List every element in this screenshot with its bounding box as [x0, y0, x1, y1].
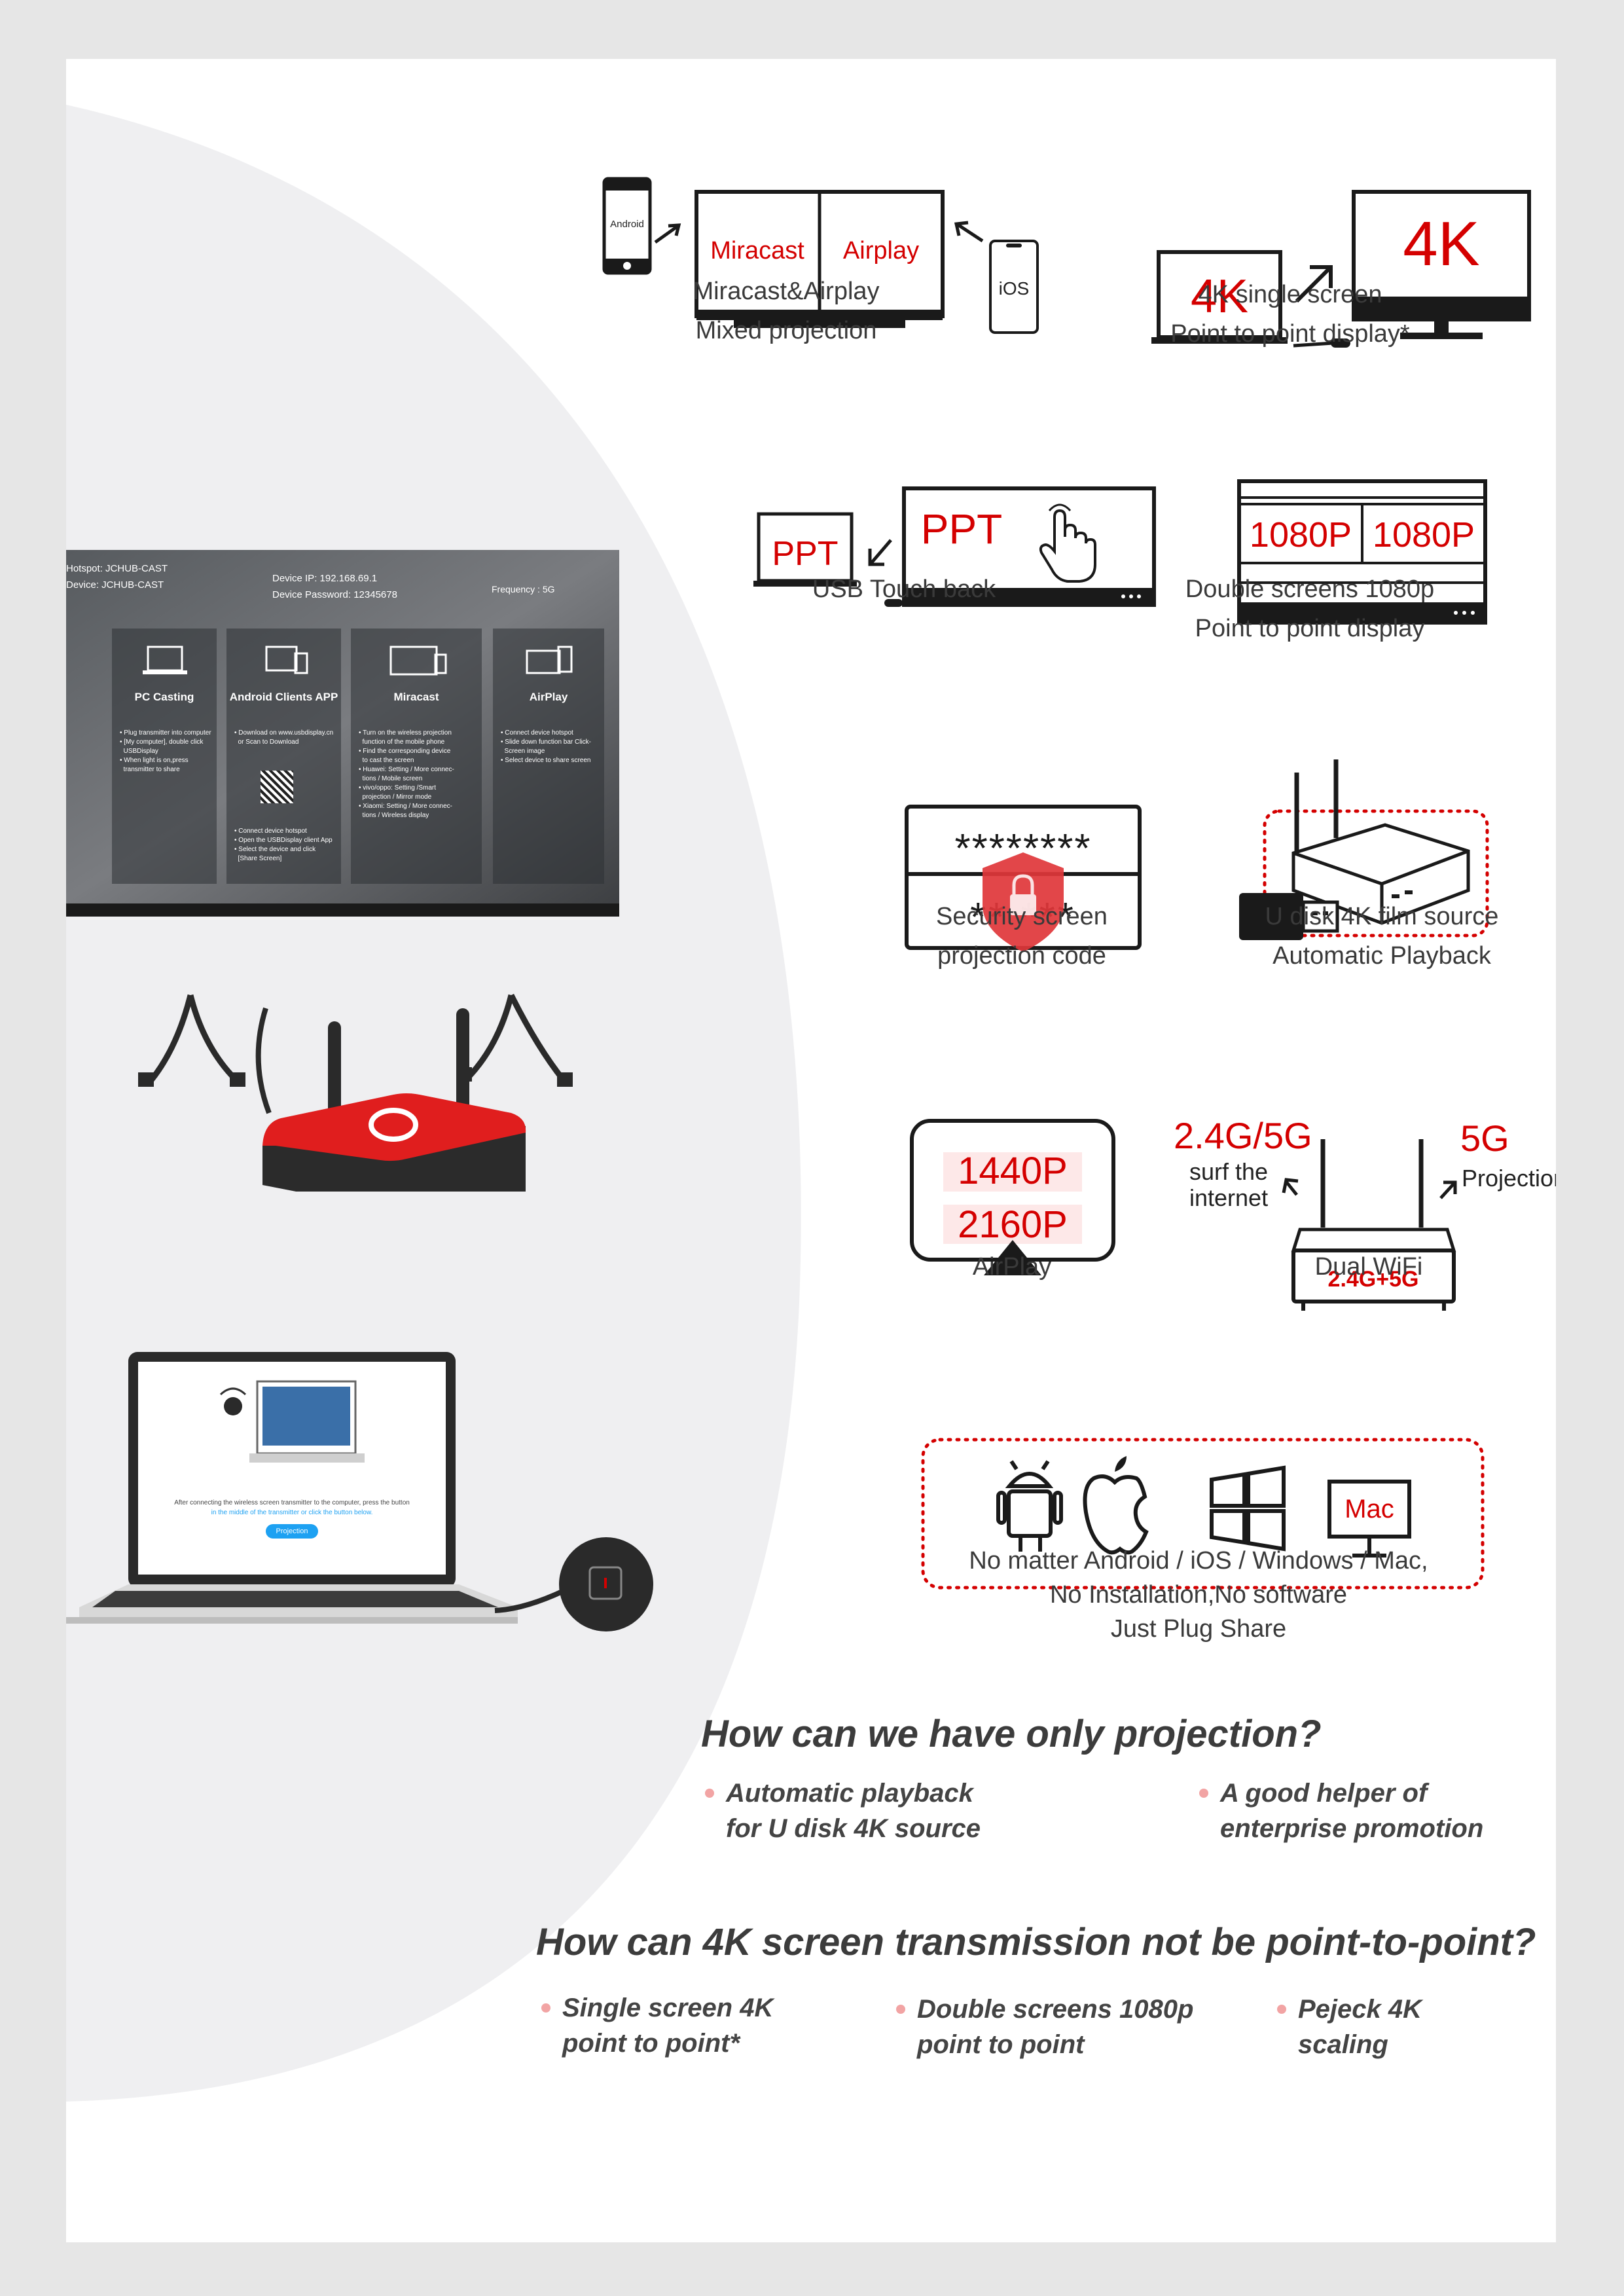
shield-lock-icon	[983, 852, 1064, 952]
laptop-dongle-illustration: After connecting the wireless screen tra…	[66, 1349, 668, 1715]
tv-hotspot: Hotspot: JCHUB-CAST	[66, 563, 168, 574]
tv-stand-icon	[149, 993, 566, 1083]
tv-stand-illustration	[138, 993, 573, 1192]
res-1440p-label: 1440P	[958, 1150, 1068, 1192]
router-band-label: 2.4G+5G	[1328, 1267, 1419, 1292]
dual-monitor-icon: Miracast Airplay	[695, 190, 945, 328]
product-card: Android Miracast Airplay iOS	[66, 59, 1556, 2242]
bullet-dot-icon	[1199, 1789, 1208, 1798]
laptop-icon	[143, 646, 187, 674]
airplay-label: Airplay	[843, 237, 919, 264]
laptop-screen-text2: in the middle of the transmitter or clic…	[211, 1509, 373, 1516]
platforms-illustration: Mac	[921, 1438, 1485, 1590]
section1-title: How can we have only projection?	[701, 1713, 1322, 1755]
usb-touch-caption: USB Touch back	[812, 575, 996, 603]
dual-wifi-illustration: 2.4G/5G surf the internet 5G Projection …	[1174, 1115, 1556, 1311]
airplay-caption: AirPlay	[972, 1253, 1052, 1281]
bullet-dot-icon	[896, 2005, 905, 2014]
platforms-caption: No matter Android / iOS / Windows / Mac,…	[969, 1547, 1428, 1643]
android-label: Android	[610, 219, 644, 230]
bullet-dot-icon	[541, 2003, 550, 2013]
tv-display: Hotspot: JCHUB-CAST Device: JCHUB-CAST D…	[66, 550, 619, 930]
panel-title: Android Clients APP	[229, 691, 338, 703]
panel-lines: • Plug transmitter into computer• [My co…	[120, 729, 211, 773]
surf-line1: surf the	[1189, 1158, 1268, 1185]
usb-touch-illustration: PPT PPT	[753, 486, 1156, 607]
airplay-triangle-icon	[984, 1240, 1041, 1275]
cast-icon	[389, 646, 447, 676]
tv-device-password: Device Password: 12345678	[272, 589, 397, 600]
projection-button[interactable]: Projection	[266, 1524, 318, 1539]
tv-device-ip: Device IP: 192.168.69.1	[272, 573, 378, 584]
panel-lines: • Turn on the wireless projection functi…	[359, 729, 454, 819]
apple-icon	[1083, 1456, 1149, 1555]
tv-frequency: Frequency : 5G	[492, 584, 555, 594]
airplay-icon	[526, 646, 573, 674]
security-code-illustration: ******** ** ***	[905, 805, 1142, 952]
tv-panel-airplay: AirPlay • Connect device hotspot• Slide …	[493, 642, 604, 784]
miracast-label: Miracast	[710, 237, 804, 264]
android-icon	[996, 1460, 1063, 1552]
right-1080p-label: 1080P	[1373, 515, 1475, 555]
panel-title: PC Casting	[134, 691, 194, 703]
devices-icon	[265, 646, 308, 674]
laptop-device	[66, 1352, 653, 1631]
usb-drive-icon	[1239, 893, 1339, 940]
bullet-dot-icon	[705, 1789, 714, 1798]
ios-phone-icon: iOS	[989, 240, 1039, 334]
qr-code-icon	[261, 771, 293, 803]
res-2160p-label: 2160P	[958, 1203, 1068, 1246]
monitor-ppt-label: PPT	[921, 505, 1002, 553]
mixed-projection-illustration: Android Miracast Airplay iOS	[602, 177, 1039, 334]
mac-icon: Mac	[1327, 1480, 1411, 1558]
tv-panel-pc-casting: PC Casting • Plug transmitter into compu…	[112, 642, 217, 793]
monitor-icon: 4K	[1352, 190, 1531, 339]
router-icon	[1291, 759, 1470, 925]
band-left-label: 2.4G/5G	[1174, 1115, 1312, 1156]
panel-lines: • Download on www.usbdisplay.cn or Scan …	[234, 729, 334, 862]
airplay-illustration: 1440P 2160P	[910, 1119, 1115, 1275]
laptop-icon: PPT	[753, 512, 857, 587]
left-1080p-label: 1080P	[1250, 515, 1352, 555]
laptop-icon: 4K	[1151, 250, 1288, 344]
red-router-device	[262, 1008, 526, 1192]
band-right-label: 5G	[1460, 1118, 1509, 1159]
tv-frame	[66, 550, 619, 917]
surf-line2: internet	[1189, 1184, 1268, 1211]
4k-single-illustration: 4K 4K	[1151, 190, 1531, 348]
tv-panel-miracast: Miracast • Turn on the wireless projecti…	[351, 642, 482, 839]
android-phone-icon: Android	[602, 177, 652, 275]
projection-label: Projection	[1462, 1165, 1556, 1192]
laptop-4k-label: 4K	[1191, 270, 1248, 323]
bullet-dot-icon	[1277, 2005, 1286, 2014]
ios-label: iOS	[999, 278, 1030, 299]
dual-wifi-caption: Dual WiFi	[1314, 1253, 1423, 1281]
double-1080p-illustration: 1080P 1080P	[1237, 479, 1487, 625]
panel-title: Miracast	[393, 691, 439, 703]
touch-monitor-icon: PPT	[902, 486, 1156, 607]
tv-panel-android: Android Clients APP • Download on www.us…	[226, 642, 341, 882]
monitor-4k-label: 4K	[1403, 209, 1479, 279]
touch-hand-icon	[1039, 503, 1096, 583]
laptop-ppt-label: PPT	[772, 535, 838, 573]
panel-title: AirPlay	[529, 691, 568, 703]
tv-device: Device: JCHUB-CAST	[66, 579, 164, 591]
router-icon: 2.4G+5G	[1291, 1139, 1456, 1311]
mac-label: Mac	[1344, 1495, 1394, 1523]
udisk-illustration	[1239, 759, 1489, 940]
section2-title: How can 4K screen transmission not be po…	[536, 1921, 1536, 1963]
laptop-screen-text: After connecting the wireless screen tra…	[174, 1499, 410, 1506]
panel-lines: • Connect device hotspot• Slide down fun…	[501, 729, 592, 764]
windows-icon	[1210, 1465, 1286, 1552]
